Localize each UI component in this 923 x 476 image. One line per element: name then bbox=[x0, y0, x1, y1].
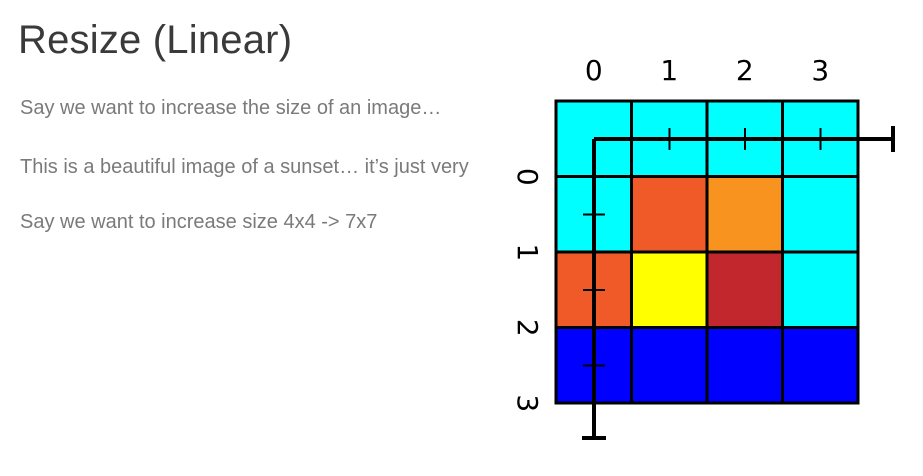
row-label-1: 1 bbox=[511, 243, 544, 261]
col-label-2: 2 bbox=[736, 54, 754, 87]
grid-cell-2-3 bbox=[781, 250, 860, 329]
grid-cell-3-2 bbox=[705, 326, 784, 405]
grid-cell-2-2 bbox=[705, 250, 784, 329]
text-line-1: Say we want to increase the size of an i… bbox=[20, 97, 442, 119]
text-line-2: This is a beautiful image of a sunset… i… bbox=[20, 156, 469, 178]
slide-title: Resize (Linear) bbox=[18, 18, 293, 62]
grid-cell-1-2 bbox=[705, 175, 784, 254]
col-label-0: 0 bbox=[585, 54, 603, 87]
col-label-1: 1 bbox=[660, 54, 678, 87]
text-line-3: Say we want to increase size 4x4 -> 7x7 bbox=[20, 211, 378, 233]
grid-cell-1-1 bbox=[630, 175, 709, 254]
row-label-2: 2 bbox=[511, 319, 544, 337]
col-label-3: 3 bbox=[811, 54, 829, 87]
grid-cell-2-1 bbox=[630, 250, 709, 329]
grid-cell-1-3 bbox=[781, 175, 860, 254]
grid-cell-3-1 bbox=[630, 326, 709, 405]
row-label-3: 3 bbox=[511, 394, 544, 412]
grid-cell-3-3 bbox=[781, 326, 860, 405]
row-label-0: 0 bbox=[511, 168, 544, 186]
